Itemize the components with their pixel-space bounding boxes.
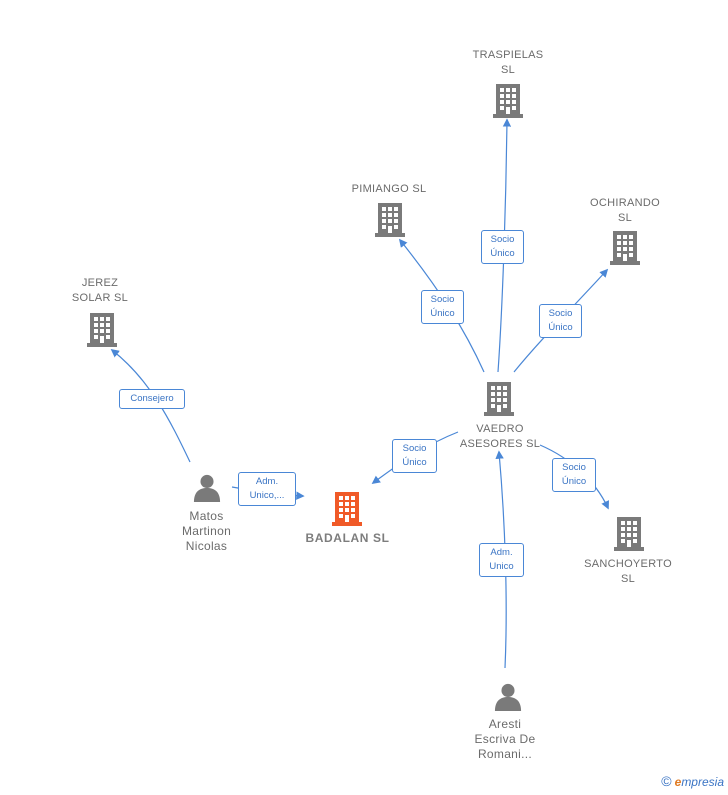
brand-logo-initial: e [674,775,682,789]
node-label-ochirando[interactable]: OCHIRANDO SL [590,197,660,224]
person-icon[interactable] [494,683,522,711]
edge-label-matos-badalan[interactable]: Adm. Unico,... [238,472,296,506]
building-icon[interactable] [375,203,405,237]
edge-label-matos-jerez[interactable]: Consejero [119,389,185,409]
edge-label-vaedro-badalan[interactable]: Socio Único [392,439,437,473]
node-label-traspielas[interactable]: TRASPIELAS SL [472,49,544,76]
node-label-matos[interactable]: Matos Martinon Nicolas [181,509,232,553]
building-icon[interactable] [493,84,523,118]
building-icon[interactable] [610,231,640,265]
node-label-sanchoyerto[interactable]: SANCHOYERTO SL [584,558,672,585]
person-icon[interactable] [193,474,221,502]
building-icon[interactable] [614,517,644,551]
node-label-badalan[interactable]: BADALAN SL [305,531,390,545]
node-label-pimiango[interactable]: PIMIANGO SL [351,183,427,195]
copyright-icon: © [661,773,672,789]
edge-label-vaedro-traspielas[interactable]: Socio Único [481,230,524,264]
node-label-jerez[interactable]: JEREZ SOLAR SL [71,277,129,304]
node-label-vaedro[interactable]: VAEDRO ASESORES SL [459,423,541,450]
node-label-aresti[interactable]: Aresti Escriva De Romani... [474,717,536,761]
brand-footer[interactable]: ©empresia [661,773,724,789]
edge-label-aresti-vaedro[interactable]: Adm. Unico [479,543,524,577]
building-icon[interactable] [87,313,117,347]
edge-label-vaedro-pimiango[interactable]: Socio Único [421,290,464,324]
brand-logo-text: mpresia [681,775,724,789]
building-icon[interactable] [332,492,362,526]
edge-label-vaedro-ochirando[interactable]: Socio Único [539,304,582,338]
edge-label-vaedro-sanchoyerto[interactable]: Socio Único [552,458,596,492]
building-icon[interactable] [484,382,514,416]
